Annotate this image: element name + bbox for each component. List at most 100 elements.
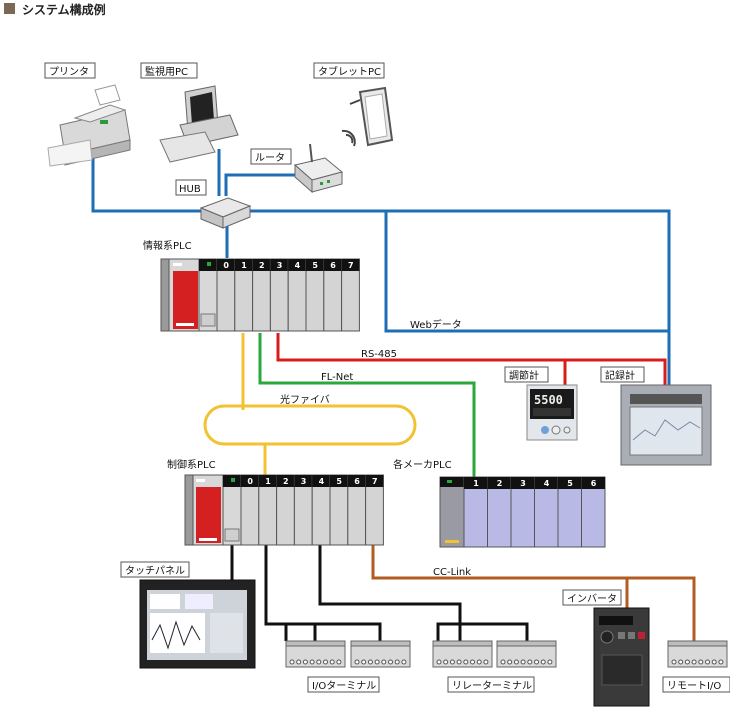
info-plc-slot-number: 5: [312, 261, 318, 270]
info-plc-slot-number: 1: [241, 261, 247, 270]
info-plc-module-header: [252, 259, 271, 271]
terminal-block-icon: [667, 640, 728, 668]
info-plc-module-header: [234, 259, 253, 271]
control-plc-slot-number: 1: [265, 477, 271, 486]
temperature-controller-icon: 5500: [526, 384, 578, 441]
maker-plc-slot-number: 2: [497, 479, 503, 488]
control-plc-rack: 0 1 2 3 4 5 6 7: [184, 474, 384, 546]
maker-plc-module-header: [581, 477, 605, 489]
maker-plc-slot-number: 3: [520, 479, 526, 488]
info-plc-slot-number: 4: [295, 261, 301, 270]
svg-text:タブレットPC: タブレットPC: [318, 65, 381, 78]
label-hub: HUB: [175, 179, 207, 196]
label-fiber: 光ファイバ: [280, 393, 330, 406]
maker-plc-module-header: [511, 477, 535, 489]
rs485-line: [276, 333, 667, 388]
router-icon: [293, 143, 344, 194]
control-plc-slot-number: 5: [336, 477, 342, 486]
control-plc-slot-number: 7: [372, 477, 378, 486]
label-relay-terminal: リレーターミナル: [447, 676, 535, 693]
svg-text:リレーターミナル: リレーターミナル: [452, 680, 532, 692]
label-control-plc: 制御系PLC: [167, 458, 216, 471]
ethernet-lines: [91, 149, 671, 385]
info-plc-slot-number: 6: [330, 261, 336, 270]
hub-icon: [199, 197, 252, 229]
maker-plc-module-header: [534, 477, 558, 489]
label-remote-io: リモートI/O: [662, 676, 730, 693]
desktop-pc-icon: [159, 85, 239, 163]
label-controller: 調節計: [504, 366, 549, 383]
touch-panel-icon: [139, 579, 256, 669]
svg-text:インバータ: インバータ: [567, 593, 617, 605]
io-lines: [230, 545, 529, 641]
svg-text:HUB: HUB: [179, 184, 201, 195]
label-router: ルータ: [250, 148, 292, 165]
svg-text:I/Oターミナル: I/Oターミナル: [312, 680, 376, 692]
info-plc-module-header: [270, 259, 289, 271]
label-recorder: 記録計: [600, 366, 645, 383]
info-plc-module-header: [306, 259, 324, 271]
flnet-line: [258, 333, 476, 477]
label-web-data: Webデータ: [410, 318, 462, 331]
label-info-plc: 情報系PLC: [143, 239, 192, 252]
controller-display: 5500: [534, 393, 563, 407]
label-maker-plc: 各メーカPLC: [393, 458, 452, 471]
svg-text:調節計: 調節計: [509, 369, 539, 382]
label-touch-panel: タッチパネル: [120, 561, 190, 578]
control-plc-slot-number: 4: [319, 477, 325, 486]
control-plc-module-header: [365, 475, 384, 487]
label-printer: プリンタ: [44, 62, 96, 79]
label-io-terminal: I/Oターミナル: [307, 676, 380, 693]
info-plc-slot-number: 3: [277, 261, 283, 270]
label-flnet: FL-Net: [321, 372, 353, 383]
info-plc-slot-number: 0: [223, 261, 229, 270]
label-cclink: CC-Link: [433, 567, 471, 578]
control-plc-module-header: [294, 475, 313, 487]
maker-plc-slot-number: 1: [473, 479, 479, 488]
label-tablet: タブレットPC: [313, 62, 385, 79]
label-monitor-pc: 監視用PC: [140, 62, 198, 79]
info-plc-module-header: [341, 259, 360, 271]
maker-plc-slot-number: 5: [567, 479, 573, 488]
printer-icon: [47, 84, 131, 167]
diagram-title: システム構成例: [22, 2, 106, 17]
svg-text:監視用PC: 監視用PC: [145, 65, 188, 78]
tablet-icon: [341, 86, 394, 147]
maker-plc-module-header: [558, 477, 582, 489]
info-plc-slot-number: 7: [348, 261, 354, 270]
control-plc-slot-number: 2: [283, 477, 289, 486]
control-plc-module-header: [312, 475, 330, 487]
inverter-icon: [593, 607, 650, 707]
control-plc-module-header: [241, 475, 259, 487]
info-plc-slot-number: 2: [259, 261, 265, 270]
control-plc-module-header: [347, 475, 366, 487]
title-square: [4, 3, 15, 14]
control-plc-module-header: [276, 475, 295, 487]
svg-text:ルータ: ルータ: [255, 152, 285, 164]
terminal-block-icon: [350, 640, 411, 668]
control-plc-slot-number: 6: [354, 477, 360, 486]
control-plc-slot-number: 0: [247, 477, 253, 486]
info-plc-module-header: [288, 259, 306, 271]
svg-text:リモートI/O: リモートI/O: [667, 681, 721, 692]
svg-text:タッチパネル: タッチパネル: [125, 565, 185, 577]
label-inverter: インバータ: [562, 589, 622, 606]
maker-plc-module-header: [464, 477, 488, 489]
maker-plc-rack: 1 2 3 4 5 6: [439, 476, 606, 548]
svg-text:記録計: 記録計: [605, 369, 635, 382]
control-plc-slot-number: 3: [301, 477, 307, 486]
cclink-line: [371, 545, 696, 641]
label-rs485: RS-485: [361, 349, 397, 360]
maker-plc-module-header: [487, 477, 511, 489]
control-plc-module-header: [258, 475, 277, 487]
terminal-block-icon: [496, 640, 557, 668]
recorder-icon: [620, 384, 712, 466]
terminal-block-icon: [432, 640, 493, 668]
fiber-lines: [203, 333, 417, 475]
info-plc-module-header: [323, 259, 342, 271]
control-plc-module-header: [330, 475, 348, 487]
maker-plc-slot-number: 4: [544, 479, 550, 488]
maker-plc-slot-number: 6: [591, 479, 597, 488]
info-plc-rack: 0 1 2 3 4 5 6 7: [160, 258, 360, 332]
